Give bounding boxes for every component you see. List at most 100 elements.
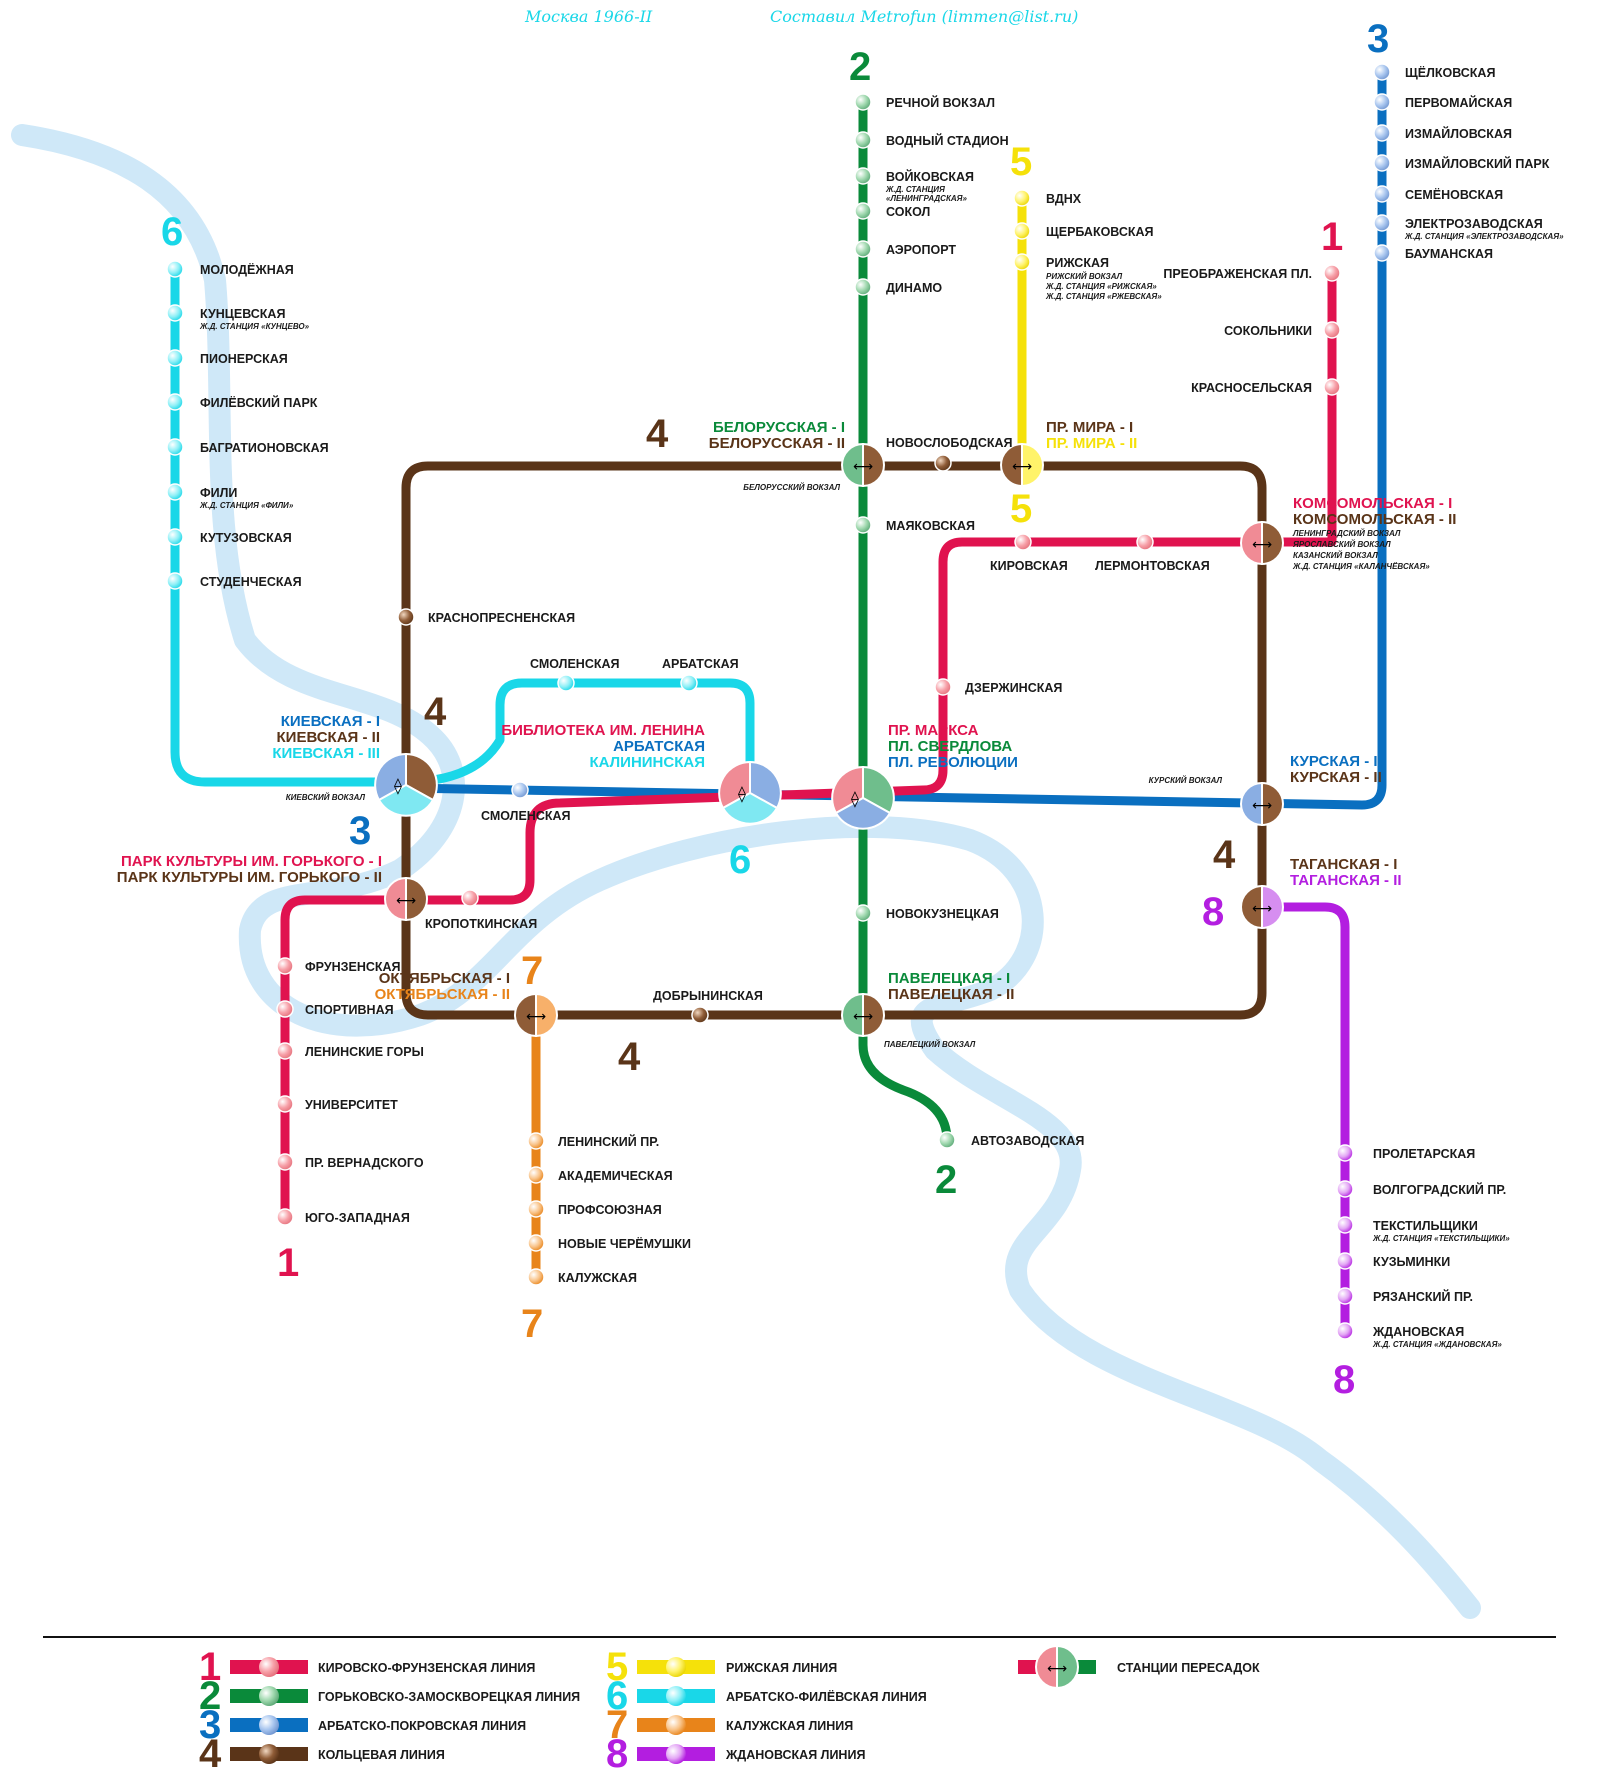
station-dot <box>938 1131 956 1149</box>
transfer-label: КИЕВСКАЯ - II <box>277 729 380 746</box>
station-label: ЭЛЕКТРОЗАВОДСКАЯ <box>1405 217 1543 231</box>
transfer-circles: ⟷ ⟷ ⟷ ⟷ ⟷ ⟷ ⟷ ⟷ ⟠ ⟠ <box>374 442 1284 1038</box>
transfer-label: КОМСОМОЛЬСКАЯ - I <box>1293 495 1452 512</box>
transfer-sublabel: Ж.Д. СТАНЦИЯ «КАЛАНЧЁВСКАЯ» <box>1292 562 1430 571</box>
station-sublabel: Ж.Д. СТАНЦИЯ «РЖЕВСКАЯ» <box>1045 292 1162 301</box>
station-label: СМОЛЕНСКАЯ <box>481 809 571 823</box>
transfer-label: ПАРК КУЛЬТУРЫ ИМ. ГОРЬКОГО - II <box>117 869 382 886</box>
station-label: СПОРТИВНАЯ <box>305 1003 394 1017</box>
station-dot <box>854 202 872 220</box>
transfer-label: ПАВЕЛЕЦКАЯ - II <box>888 986 1014 1003</box>
line-number: 1 <box>277 1241 299 1285</box>
station-label: ВОЙКОВСКАЯ <box>886 169 974 184</box>
line-number: 7 <box>521 949 543 993</box>
station-label: СОКОЛЬНИКИ <box>1224 324 1312 338</box>
transfer-paveletskaya: ⟷ <box>841 992 885 1038</box>
station-label: КУТУЗОВСКАЯ <box>200 531 292 545</box>
transfer-label: ПЛ. СВЕРДЛОВА <box>888 738 1012 755</box>
station-dot <box>680 674 698 692</box>
station-dot <box>934 454 952 472</box>
svg-text:⟷: ⟷ <box>1252 901 1272 917</box>
transfer-biblioteka: ⟠ <box>718 760 782 825</box>
station-label: РИЖСКАЯ <box>1046 256 1109 270</box>
station-dot <box>1323 264 1341 282</box>
station-dot <box>527 1200 545 1218</box>
station-dot <box>1373 244 1391 262</box>
metro-lines <box>170 67 1387 1336</box>
station-label: АЭРОПОРТ <box>886 243 956 257</box>
station-label: ЩЕРБАКОВСКАЯ <box>1046 225 1154 239</box>
svg-text:СТАНЦИИ ПЕРЕСАДОК: СТАНЦИИ ПЕРЕСАДОК <box>1117 1661 1260 1675</box>
line-number: 3 <box>1367 17 1389 61</box>
station-dot <box>276 1000 294 1018</box>
line-number: 4 <box>424 690 447 734</box>
svg-text:ГОРЬКОВСКО-ЗАМОСКВОРЕЦКАЯ ЛИНИ: ГОРЬКОВСКО-ЗАМОСКВОРЕЦКАЯ ЛИНИЯ <box>318 1690 580 1704</box>
station-label: КАЛУЖСКАЯ <box>558 1271 637 1285</box>
station-label: КИРОВСКАЯ <box>990 559 1068 573</box>
station-dot <box>1013 222 1031 240</box>
transfer-label: ОКТЯБРЬСКАЯ - I <box>379 970 510 987</box>
transfer-label: КИЕВСКАЯ - III <box>272 745 380 762</box>
station-dot <box>1323 321 1341 339</box>
station-dot <box>1336 1216 1354 1234</box>
station-label: ЛЕНИНСКИЙ ПР. <box>558 1134 659 1149</box>
station-dot <box>166 528 184 546</box>
station-dot <box>854 904 872 922</box>
svg-text:КОЛЬЦЕВАЯ ЛИНИЯ: КОЛЬЦЕВАЯ ЛИНИЯ <box>318 1748 445 1762</box>
transfer-label: КОМСОМОЛЬСКАЯ - II <box>1293 511 1456 528</box>
svg-text:4: 4 <box>199 1732 222 1776</box>
station-label: ТЕКСТИЛЬЩИКИ <box>1373 1219 1478 1233</box>
station-label: ПРОЛЕТАРСКАЯ <box>1373 1147 1475 1161</box>
station-dots <box>166 63 1391 1340</box>
transfer-taganskaya: ⟷ <box>1240 884 1284 930</box>
station-dot <box>276 1153 294 1171</box>
legend-entry-6: 6 АРБАТСКО-ФИЛЁВСКАЯ ЛИНИЯ <box>606 1674 927 1718</box>
line-number: 6 <box>161 210 183 254</box>
transfer-label: ПР. МИРА - I <box>1046 419 1133 436</box>
station-dot <box>854 93 872 111</box>
transfer-label: БЕЛОРУССКАЯ - II <box>709 435 845 452</box>
svg-text:3: 3 <box>199 1703 221 1747</box>
station-dot <box>276 1042 294 1060</box>
line-number: 7 <box>521 1302 543 1346</box>
station-label: МОЛОДЁЖНАЯ <box>200 262 294 277</box>
line-number: 8 <box>1333 1358 1355 1402</box>
line-8 <box>1257 902 1350 1336</box>
transfer-label: ПАРК КУЛЬТУРЫ ИМ. ГОРЬКОГО - I <box>121 853 382 870</box>
transfer-sublabel: КУРСКИЙ ВОКЗАЛ <box>1149 776 1223 785</box>
map-title: Москва 1966-II <box>524 7 653 26</box>
station-dot <box>854 167 872 185</box>
svg-text:⟠: ⟠ <box>394 776 402 795</box>
station-dot <box>691 1006 709 1024</box>
legend-entry-2: 2 ГОРЬКОВСКО-ЗАМОСКВОРЕЦКАЯ ЛИНИЯ <box>199 1674 580 1718</box>
transfer-belorusskaya: ⟷ <box>841 442 885 488</box>
line-number: 2 <box>935 1158 957 1202</box>
svg-text:⟷: ⟷ <box>853 459 873 475</box>
transfer-sublabel: ПАВЕЛЕЦКИЙ ВОКЗАЛ <box>884 1040 976 1049</box>
transfer-label: ПАВЕЛЕЦКАЯ - I <box>888 970 1010 987</box>
station-dot <box>1013 253 1031 271</box>
station-dot <box>1336 1287 1354 1305</box>
line-6 <box>170 264 755 787</box>
transfer-label: КУРСКАЯ - I <box>1290 753 1378 770</box>
svg-text:2: 2 <box>199 1674 221 1718</box>
line-number: 6 <box>729 838 751 882</box>
transfer-sublabel: КИЕВСКИЙ ВОКЗАЛ <box>286 793 366 802</box>
station-dot <box>854 240 872 258</box>
svg-text:8: 8 <box>606 1732 628 1776</box>
station-label: ИЗМАЙЛОВСКИЙ ПАРК <box>1405 156 1550 171</box>
station-label: НОВОСЛОБОДСКАЯ <box>886 436 1013 450</box>
station-label: КУЗЬМИНКИ <box>1373 1255 1450 1269</box>
svg-text:КАЛУЖСКАЯ ЛИНИЯ: КАЛУЖСКАЯ ЛИНИЯ <box>726 1719 853 1733</box>
station-label: ПР. ВЕРНАДСКОГО <box>305 1156 424 1170</box>
svg-text:⟷: ⟷ <box>1252 798 1272 814</box>
line-number: 5 <box>1010 487 1032 531</box>
station-dot <box>461 889 479 907</box>
svg-text:РИЖСКАЯ ЛИНИЯ: РИЖСКАЯ ЛИНИЯ <box>726 1661 837 1675</box>
station-dot <box>276 1208 294 1226</box>
station-label: АВТОЗАВОДСКАЯ <box>971 1134 1084 1148</box>
transfer-sublabel: БЕЛОРУССКИЙ ВОКЗАЛ <box>743 483 840 492</box>
svg-text:АРБАТСКО-ПОКРОВСКАЯ ЛИНИЯ: АРБАТСКО-ПОКРОВСКАЯ ЛИНИЯ <box>318 1719 526 1733</box>
station-label: СТУДЕНЧЕСКАЯ <box>200 575 302 589</box>
station-dot <box>1014 533 1032 551</box>
